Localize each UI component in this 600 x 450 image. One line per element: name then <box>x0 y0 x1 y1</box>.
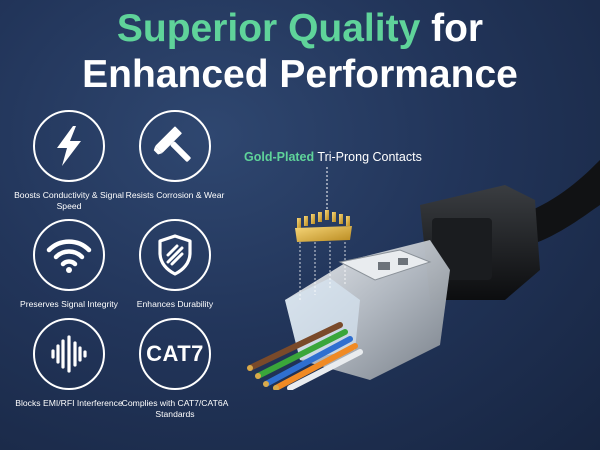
feature-label: Preserves Signal Integrity <box>20 299 118 309</box>
cat7-badge: CAT7 <box>146 341 204 366</box>
sound-wave-icon <box>51 335 87 373</box>
feature-label: Blocks EMI/RFI Interference <box>15 398 123 408</box>
feature-durability: Enhances Durability <box>115 219 235 310</box>
wifi-icon <box>46 239 92 273</box>
headline-line-1: Superior Quality for <box>0 6 600 52</box>
feature-conductivity: Boosts Conductivity & Signal Speed <box>9 110 129 212</box>
feature-icon-circle <box>139 110 211 182</box>
headline-accent: Superior Quality <box>116 7 421 50</box>
rj45-connector-illustration <box>247 160 600 390</box>
gold-contacts <box>295 210 352 242</box>
feature-emi-blocking: Blocks EMI/RFI Interference <box>9 318 129 409</box>
feature-icon-circle <box>139 219 211 291</box>
feature-standards: CAT7 Complies with CAT7/CAT6A Standards <box>115 318 235 420</box>
feature-icon-circle <box>33 219 105 291</box>
shield-icon <box>158 234 192 276</box>
feature-label: Enhances Durability <box>136 299 214 309</box>
callout-highlight: Gold-Plated <box>244 150 315 164</box>
feature-label: Resists Corrosion & Wear <box>125 190 225 200</box>
headline-line-2: Enhanced Performance <box>82 53 518 96</box>
feature-icon-circle: CAT7 <box>139 318 211 390</box>
feature-label: Complies with CAT7/CAT6A Standards <box>121 398 229 419</box>
feature-label: Boosts Conductivity & Signal Speed <box>14 190 124 211</box>
wires <box>247 322 363 390</box>
cable <box>520 160 600 245</box>
headline: Superior Quality for Enhanced Performanc… <box>0 6 600 98</box>
headline-line-1-rest: for <box>420 7 484 50</box>
callout-rest: Tri-Prong Contacts <box>314 150 422 164</box>
lightning-bolt-icon <box>57 126 81 166</box>
feature-icon-circle <box>33 110 105 182</box>
contacts-callout: Gold-Plated Tri-Prong Contacts <box>244 150 422 164</box>
feature-icon-circle <box>33 318 105 390</box>
hammer-icon <box>153 126 191 162</box>
boot-window <box>432 218 492 280</box>
feature-corrosion: Resists Corrosion & Wear <box>115 110 235 201</box>
feature-signal-integrity: Preserves Signal Integrity <box>9 219 129 310</box>
